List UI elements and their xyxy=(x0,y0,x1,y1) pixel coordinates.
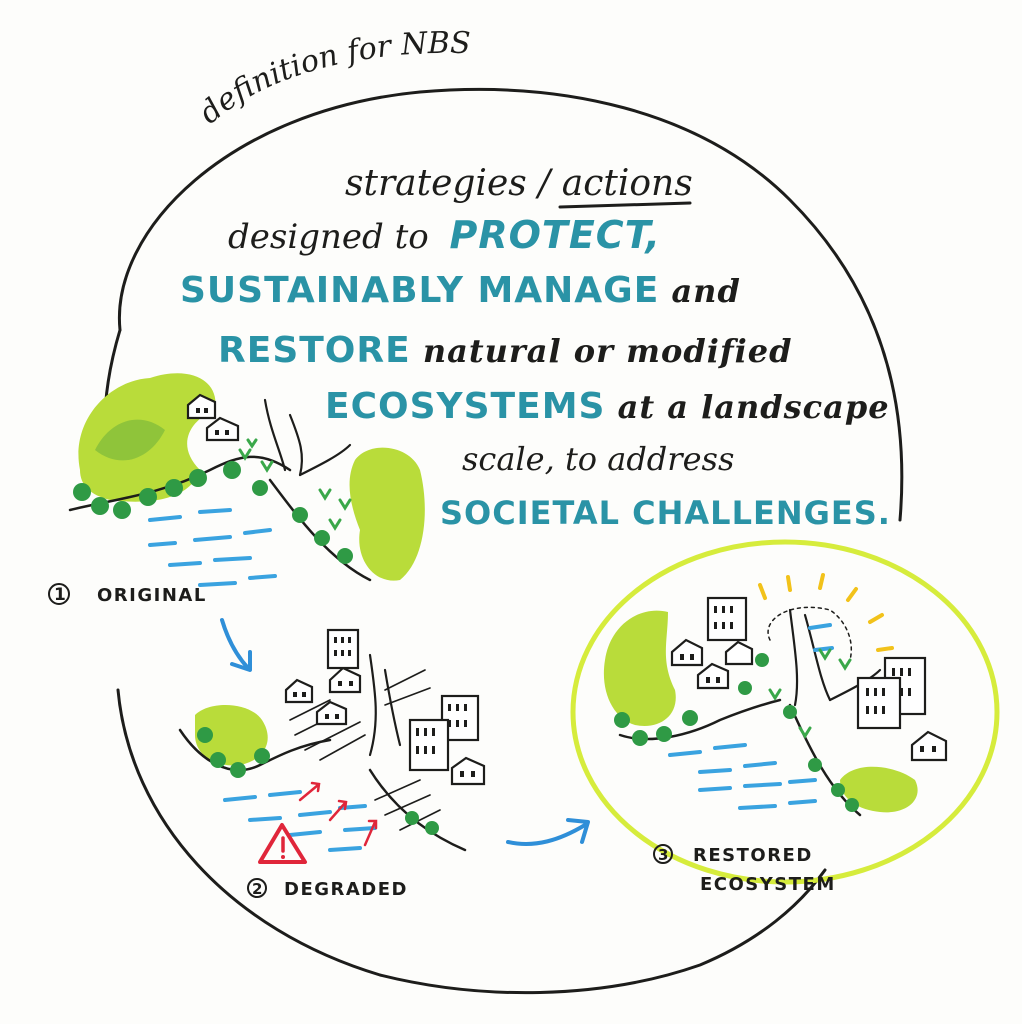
warning-icon xyxy=(258,823,307,864)
def-line-2: designed to PROTECT, xyxy=(228,213,661,257)
arrow-icon xyxy=(220,618,252,672)
def-line-6: scale, to address xyxy=(462,440,734,478)
outer-circle xyxy=(117,87,904,522)
sun-ray-icon xyxy=(868,613,884,624)
stage-1-number-ring xyxy=(48,583,70,605)
building-icon xyxy=(706,596,748,642)
outer-circle-lower xyxy=(116,688,827,995)
house-icon xyxy=(450,756,486,786)
stage-2-number: 2 xyxy=(252,880,264,898)
sun-ray-icon xyxy=(786,575,792,592)
house-icon xyxy=(284,678,314,704)
stage-3-label-line2: ECOSYSTEM xyxy=(700,874,836,895)
house-icon xyxy=(205,416,240,442)
arrow-icon xyxy=(506,818,590,846)
page-title: definition for NBS xyxy=(193,26,471,131)
house-icon xyxy=(670,638,704,667)
stage-3-label-line1: RESTORED xyxy=(693,845,813,866)
building-icon xyxy=(856,676,902,730)
stage-restored-illustration xyxy=(570,539,1000,885)
sun-ray-icon xyxy=(758,583,767,600)
def-line-5: ECOSYSTEMS at a landscape xyxy=(325,386,890,427)
house-icon xyxy=(724,640,754,666)
stage-1-label: ORIGINAL xyxy=(97,585,207,606)
stage-3-number-ring xyxy=(653,844,673,864)
actions-underline xyxy=(558,201,692,209)
building-icon xyxy=(326,628,360,670)
def-line-4: RESTORE natural or modified xyxy=(218,330,793,371)
def-line-7: SOCIETAL CHALLENGES. xyxy=(440,494,891,532)
building-icon xyxy=(408,718,450,772)
house-icon xyxy=(328,666,362,694)
stage-2-number-ring xyxy=(247,878,267,898)
house-icon xyxy=(910,730,948,762)
house-icon xyxy=(186,393,217,420)
stage-degraded-illustration xyxy=(178,628,486,864)
stage-original-illustration xyxy=(68,373,425,587)
def-line-3: SUSTAINABLY MANAGE and xyxy=(180,270,741,311)
sun-ray-icon xyxy=(876,646,894,652)
sun-ray-icon xyxy=(818,573,825,590)
house-icon xyxy=(315,700,348,726)
stage-3-number: 3 xyxy=(658,846,670,864)
sun-rays xyxy=(758,573,894,652)
stage-1-number: 1 xyxy=(54,585,67,605)
house-icon xyxy=(696,662,730,690)
sun-ray-icon xyxy=(846,587,858,602)
restored-ring xyxy=(570,539,1000,885)
def-line-1: strategies / actions xyxy=(345,163,693,204)
stage-2-label: DEGRADED xyxy=(284,879,408,900)
